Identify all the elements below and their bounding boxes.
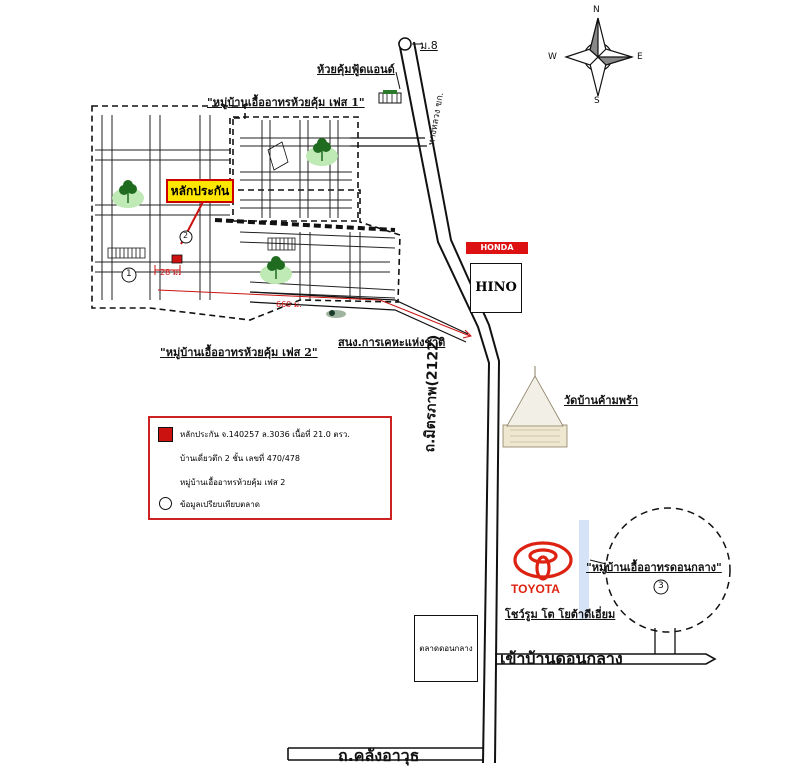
toyota-wordmark: TOYOTA — [511, 582, 560, 596]
huaykum-food-icon — [378, 71, 402, 104]
hino-building: HINO — [470, 263, 522, 313]
legend-line-4: ข้อมูลเปรียบเทียบตลาด — [180, 500, 260, 509]
legend-subject-swatch — [158, 427, 173, 442]
phase2-street-grid — [95, 115, 396, 300]
phase1-street-grid — [240, 120, 352, 218]
tree-icon — [260, 256, 292, 284]
donklang-road — [495, 653, 717, 665]
distance-line-28 — [154, 265, 181, 275]
donklang-village-label: "หมู่บ้านเอื้ออาทรดอนกลาง" — [586, 561, 722, 574]
tree-icon — [112, 180, 144, 208]
showroom-marker — [579, 520, 589, 620]
phase2-access-road — [249, 291, 469, 343]
khlangawut-road-label: ถ.คลังอาวุธ — [338, 746, 420, 765]
market-building: ตลาดดอนกลาง — [414, 615, 478, 682]
housing-authority-label: สนง.การเคหะแห่งชาติ — [338, 336, 446, 349]
legend-line-2: บ้านเดี่ยวตึก 2 ชั้น เลขที่ 470/478 — [180, 454, 300, 463]
compass-south-label: S — [594, 96, 600, 106]
phase1-boundary — [232, 116, 359, 222]
temple-icon — [502, 366, 568, 448]
subject-tag: หลักประกัน — [166, 179, 234, 203]
phase2-label: "หมู่บ้านเอื้ออาทรห้วยคุ้ม เฟส 2" — [160, 346, 318, 359]
compass-east-label: E — [637, 52, 643, 62]
distance-line-660 — [157, 289, 472, 339]
market-marker-1 — [121, 267, 137, 283]
donklang-entrance-label: เข้าบ้านดอนกลาง — [500, 649, 623, 668]
market-marker-2 — [179, 230, 193, 244]
khlangawut-road — [287, 747, 484, 761]
legend-line-3: หมู่บ้านเอื้ออาทรห้วยคุ้ม เฟส 2 — [180, 478, 286, 487]
distance-660-label: 660 ม. — [276, 300, 302, 309]
marker-3-label: 3 — [658, 581, 664, 591]
tree-icon — [306, 138, 338, 166]
moo8-label: ม.8 — [420, 39, 438, 52]
marker-1-label: 1 — [126, 269, 132, 279]
distance-28-label: 28 ม. — [160, 268, 181, 277]
phase1-label: "หมู่บ้านเอื้ออาทรห้วยคุ้ม เฟส 1" — [207, 96, 365, 109]
honda-badge: HONDA — [466, 242, 528, 254]
branch-road — [350, 137, 427, 147]
subject-plot — [171, 254, 183, 264]
compass-north-label: N — [593, 5, 600, 15]
huaykum-food-label: ห้วยคุ้มฟู้ดแอนด์ — [317, 63, 395, 76]
house-rows — [107, 141, 296, 259]
legend-line-1: หลักประกัน จ.140257 ล.3036 เนื้อที่ 21.0… — [180, 430, 350, 439]
compass-rose — [564, 17, 635, 97]
toyota-showroom-label: โชว์รูม โต โยต้าดีเอี่ยม — [505, 608, 616, 621]
housing-authority-icon — [326, 310, 346, 318]
legend-market-circle-icon — [159, 497, 172, 510]
temple-label: วัดบ้านค้ามพร้า — [564, 394, 639, 407]
main-road — [398, 41, 501, 763]
compass-west-label: W — [548, 52, 557, 62]
phase-divider — [214, 218, 396, 232]
market-marker-3 — [653, 579, 669, 595]
main-road-label: ถ.มิตรภาพ(2122) — [421, 334, 443, 453]
road-start-circle — [398, 37, 412, 51]
donklang-village-area — [589, 507, 731, 654]
marker-2-label: 2 — [183, 231, 189, 240]
toyota-logo — [513, 541, 573, 581]
map-legend: หลักประกัน จ.140257 ล.3036 เนื้อที่ 21.0… — [148, 416, 392, 520]
